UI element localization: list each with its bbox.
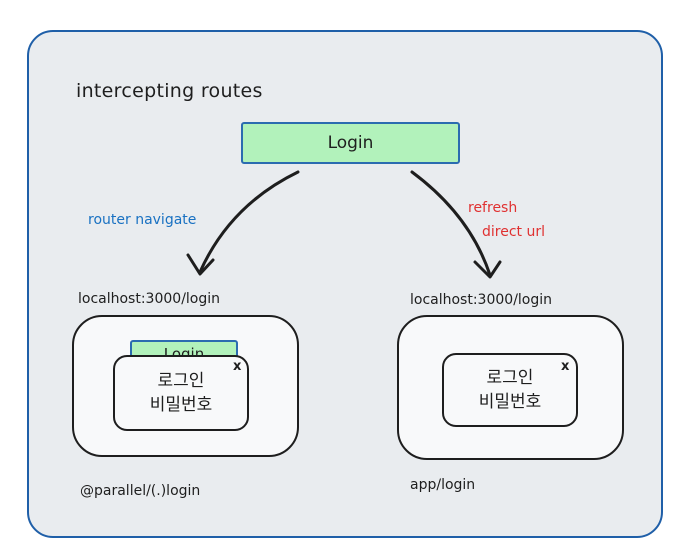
label-router-navigate: router navigate bbox=[88, 212, 197, 228]
label-refresh: refresh bbox=[468, 200, 518, 216]
arrow-router-navigate bbox=[198, 170, 300, 274]
modal-login-text: 로그인 bbox=[157, 371, 205, 391]
modal-password-text: 비밀번호 bbox=[478, 392, 542, 412]
right-close-icon: x bbox=[561, 359, 570, 374]
arrowhead-right bbox=[473, 260, 502, 279]
diagram-title: intercepting routes bbox=[76, 80, 263, 102]
arrowhead-left bbox=[186, 253, 215, 276]
login-node: Login bbox=[241, 122, 460, 164]
left-url-label: localhost:3000/login bbox=[78, 291, 221, 307]
left-login-modal: 로그인 비밀번호 bbox=[113, 355, 249, 431]
label-direct-url: direct url bbox=[482, 224, 545, 240]
arrow-refresh bbox=[410, 170, 492, 277]
modal-login-text: 로그인 bbox=[486, 368, 534, 388]
right-path-label: app/login bbox=[410, 477, 476, 493]
modal-password-text: 비밀번호 bbox=[149, 395, 213, 415]
left-close-icon: x bbox=[233, 359, 242, 374]
left-path-label: @parallel/(.)login bbox=[80, 483, 201, 499]
right-url-label: localhost:3000/login bbox=[410, 292, 553, 308]
right-login-modal: 로그인 비밀번호 bbox=[442, 353, 578, 427]
